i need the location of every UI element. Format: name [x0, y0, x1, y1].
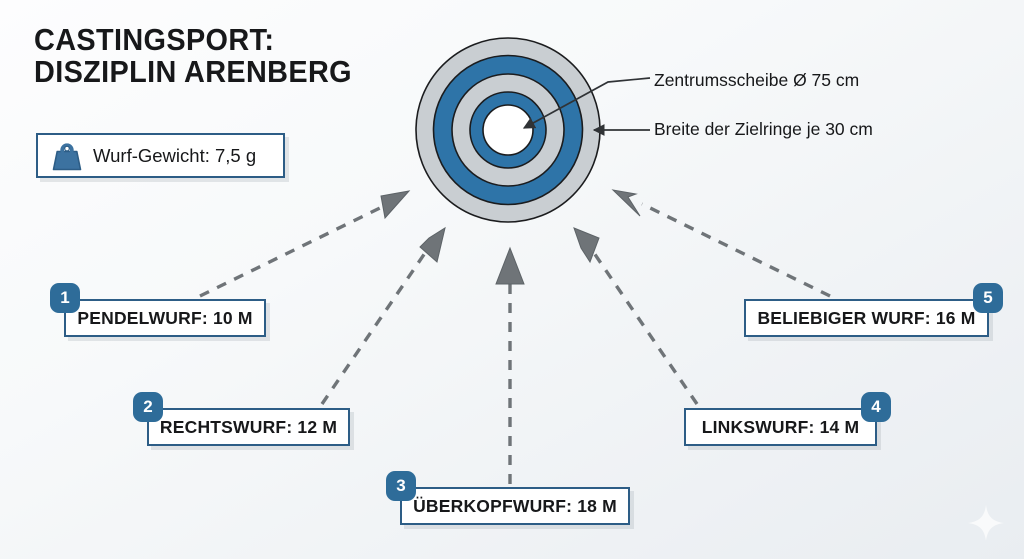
throw-box-2[interactable]: RECHTSWURF: 12 M [147, 408, 350, 446]
target-rings-diagram [415, 37, 601, 223]
throw-box-4[interactable]: LINKSWURF: 14 M [684, 408, 877, 446]
throw-box-5[interactable]: BELIEBIGER WURF: 16 M [744, 299, 989, 337]
throw-label-1[interactable]: 1 PENDELWURF: 10 M [50, 283, 266, 337]
throw-text-3: ÜBERKOPFWURF: 18 M [413, 495, 617, 516]
weight-chip-label: Wurf-Gewicht: 7,5 g [93, 144, 257, 166]
weight-icon [52, 142, 82, 170]
title-line-2: DISZIPLIN ARENBERG [34, 53, 352, 89]
page-title: CASTINGSPORT: DISZIPLIN ARENBERG [34, 24, 376, 88]
throw-badge-1: 1 [50, 283, 80, 313]
weight-info-chip: Wurf-Gewicht: 7,5 g [36, 133, 285, 178]
throw-text-1: PENDELWURF: 10 M [77, 307, 253, 328]
throw-text-5: BELIEBIGER WURF: 16 M [757, 307, 976, 328]
callout-label-ring-width: Breite der Zielringe je 30 cm [654, 119, 873, 139]
throw-badge-2: 2 [133, 392, 163, 422]
throw-badge-4: 4 [861, 392, 891, 422]
title-line-1: CASTINGSPORT: [34, 22, 275, 57]
throw-text-4: LINKSWURF: 14 M [701, 416, 860, 437]
throw-box-3[interactable]: ÜBERKOPFWURF: 18 M [400, 487, 630, 525]
throw-box-1[interactable]: PENDELWURF: 10 M [64, 299, 266, 337]
throw-label-3[interactable]: 3 ÜBERKOPFWURF: 18 M [386, 471, 630, 525]
throw-badge-5: 5 [973, 283, 1003, 313]
throw-badge-3: 3 [386, 471, 416, 501]
throw-label-2[interactable]: 2 RECHTSWURF: 12 M [133, 392, 350, 446]
throw-label-5[interactable]: 5 BELIEBIGER WURF: 16 M [744, 283, 1003, 337]
callout-label-center-disc: Zentrumsscheibe Ø 75 cm [654, 70, 860, 90]
target-center-disc [482, 104, 534, 156]
throw-label-4[interactable]: 4 LINKSWURF: 14 M [684, 392, 891, 446]
throw-text-2: RECHTSWURF: 12 M [159, 416, 338, 437]
sparkle-star-icon [968, 505, 1004, 541]
